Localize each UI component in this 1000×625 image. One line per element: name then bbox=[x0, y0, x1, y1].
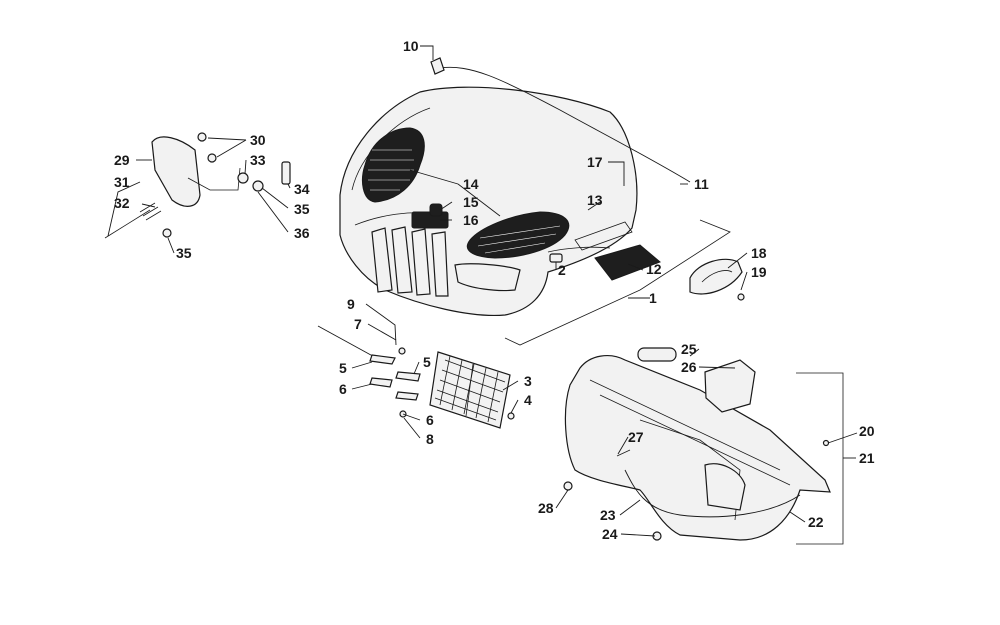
callout-8: 8 bbox=[426, 431, 434, 447]
callout-4: 4 bbox=[524, 392, 532, 408]
callout-22: 22 bbox=[808, 514, 824, 530]
callout-16: 16 bbox=[463, 212, 479, 228]
callout-5b: 5 bbox=[423, 354, 431, 370]
callout-12: 12 bbox=[646, 261, 662, 277]
mount-hardware bbox=[317, 325, 421, 418]
screw-4 bbox=[507, 412, 515, 420]
spring-32 bbox=[139, 202, 162, 221]
tray-pocket bbox=[704, 463, 746, 511]
storage-tray bbox=[564, 354, 831, 541]
hood-assembly bbox=[339, 86, 661, 317]
callout-1: 1 bbox=[649, 290, 657, 306]
callout-5a: 5 bbox=[339, 360, 347, 376]
mirror-housing bbox=[151, 136, 201, 207]
callout-2: 2 bbox=[558, 262, 566, 278]
leader-lines bbox=[107, 45, 858, 537]
vent-decal-right bbox=[466, 211, 570, 259]
latch-26 bbox=[704, 359, 756, 413]
nut-28 bbox=[563, 481, 573, 491]
callout-6a: 6 bbox=[339, 381, 347, 397]
front-grille bbox=[371, 226, 449, 297]
clip bbox=[430, 57, 445, 75]
pad-25 bbox=[637, 347, 677, 362]
callout-13: 13 bbox=[587, 192, 603, 208]
callout-36: 36 bbox=[294, 225, 310, 241]
handle bbox=[689, 258, 743, 295]
callout-25: 25 bbox=[681, 341, 697, 357]
callout-33: 33 bbox=[250, 152, 266, 168]
callout-35-lower: 35 bbox=[176, 245, 192, 261]
callout-15: 15 bbox=[463, 194, 479, 210]
callout-labels: 10 11 17 14 15 16 13 2 12 1 18 19 29 30 … bbox=[114, 38, 875, 542]
rod-9 bbox=[317, 325, 381, 361]
callout-19: 19 bbox=[751, 264, 767, 280]
callout-3: 3 bbox=[524, 373, 532, 389]
callout-28: 28 bbox=[538, 500, 554, 516]
screw-19 bbox=[737, 293, 745, 301]
mirror-assembly bbox=[104, 132, 291, 239]
callout-14: 14 bbox=[463, 176, 479, 192]
callout-27: 27 bbox=[628, 429, 644, 445]
nut-33 bbox=[237, 172, 249, 184]
callout-6b: 6 bbox=[426, 412, 434, 428]
washer-36 bbox=[252, 180, 264, 192]
callout-31: 31 bbox=[114, 174, 130, 190]
side-decal bbox=[594, 244, 661, 281]
plug bbox=[549, 253, 563, 263]
callout-20: 20 bbox=[859, 423, 875, 439]
callout-30: 30 bbox=[250, 132, 266, 148]
callout-35: 35 bbox=[294, 201, 310, 217]
mesh-screen bbox=[429, 351, 515, 429]
plate-6a bbox=[369, 377, 393, 388]
callout-11: 11 bbox=[694, 176, 709, 192]
screw-30a bbox=[197, 132, 207, 142]
callout-34: 34 bbox=[294, 181, 310, 197]
seal-strip bbox=[439, 66, 691, 183]
washer-35 bbox=[162, 228, 172, 238]
callout-32: 32 bbox=[114, 195, 130, 211]
vent-decal-left bbox=[362, 127, 425, 203]
callout-29: 29 bbox=[114, 152, 130, 168]
rivet-20 bbox=[822, 439, 830, 447]
callout-10: 10 bbox=[403, 38, 419, 54]
headlight-left bbox=[454, 263, 521, 292]
edge-trim-23 bbox=[624, 469, 801, 518]
plate-6b bbox=[395, 391, 419, 401]
screw-30b bbox=[207, 153, 217, 163]
bracket-5b bbox=[395, 371, 421, 382]
callout-21: 21 bbox=[859, 450, 875, 466]
clip-27 bbox=[616, 449, 631, 457]
storage-tray-assembly bbox=[563, 347, 831, 541]
callout-26: 26 bbox=[681, 359, 697, 375]
bolt-34 bbox=[281, 161, 291, 185]
badge bbox=[429, 203, 443, 217]
callout-23: 23 bbox=[600, 507, 616, 523]
callout-17: 17 bbox=[587, 154, 603, 170]
callout-7: 7 bbox=[354, 316, 362, 332]
callout-9: 9 bbox=[347, 296, 355, 312]
callout-24: 24 bbox=[602, 526, 618, 542]
bracket-5a bbox=[369, 354, 396, 365]
screw-7 bbox=[398, 347, 406, 355]
callout-18: 18 bbox=[751, 245, 767, 261]
